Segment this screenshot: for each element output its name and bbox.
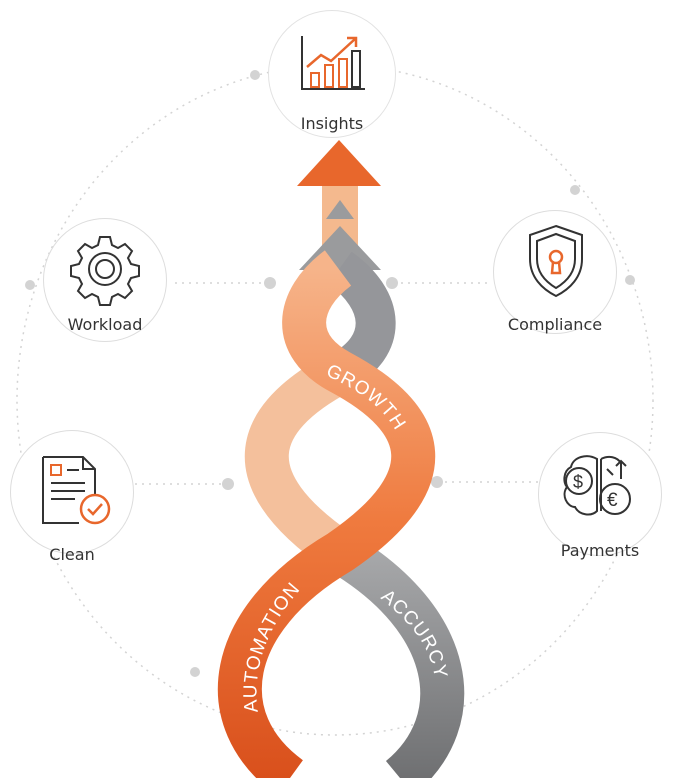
clean-label: Clean (49, 545, 95, 564)
workload-label: Workload (67, 315, 143, 334)
gear-icon (70, 236, 140, 306)
compliance-label: Compliance (507, 315, 603, 334)
peach-strand-middle (244, 352, 353, 571)
clean-node[interactable]: Clean (10, 430, 134, 564)
orange-arrowhead (297, 140, 381, 186)
svg-text:€: € (607, 490, 618, 511)
payments-node[interactable]: $ € Payments (538, 432, 662, 560)
small-gray-arrowhead (326, 200, 354, 219)
accuracy-strand-bottom (328, 533, 465, 778)
brain-currency-icon: $ € (563, 455, 631, 516)
insights-node[interactable]: Insights (268, 10, 396, 138)
svg-text:$: $ (573, 472, 583, 492)
connector-lines (135, 282, 540, 485)
shield-lock-icon (529, 224, 583, 298)
orbit-dotted-line (16, 64, 654, 736)
workload-node[interactable]: Workload (43, 218, 167, 342)
compliance-node[interactable]: Compliance (493, 210, 617, 334)
automation-growth-strand (217, 250, 436, 778)
insights-label: Insights (300, 114, 364, 133)
document-check-icon (42, 456, 111, 525)
connector-dots (25, 70, 654, 677)
growth-chart-icon (301, 36, 365, 90)
payments-label: Payments (560, 541, 640, 560)
